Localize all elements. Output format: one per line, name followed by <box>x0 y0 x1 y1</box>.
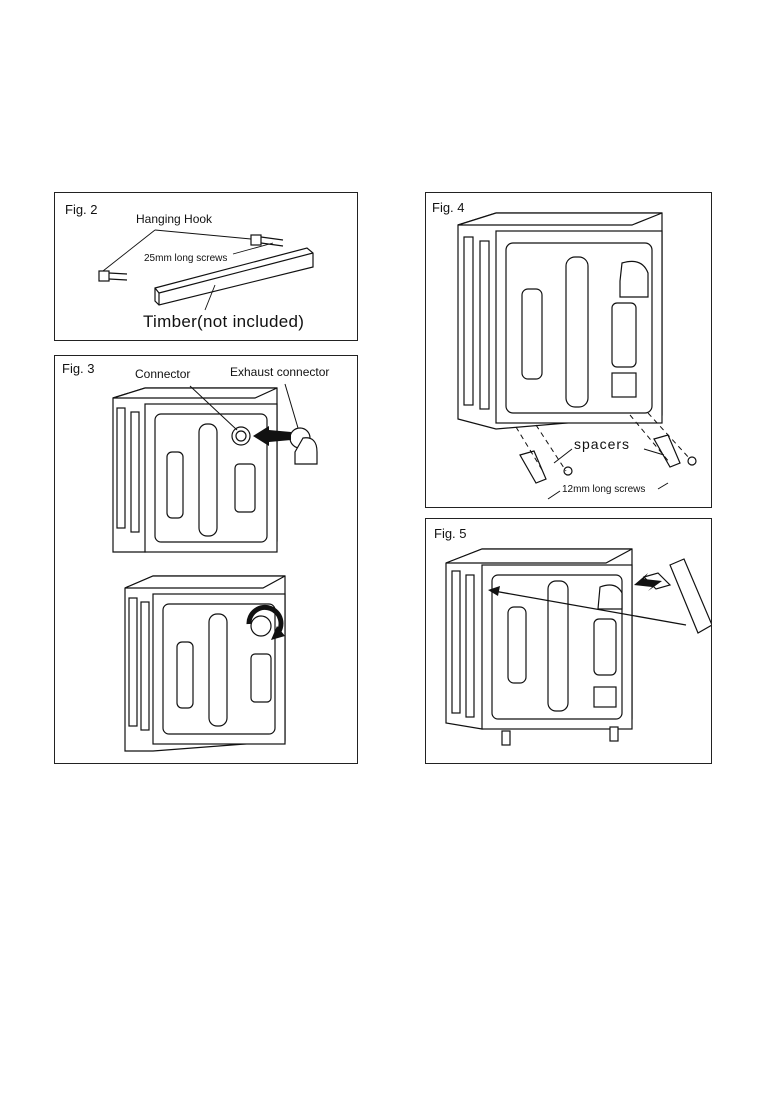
fig4-drawing <box>426 193 711 507</box>
fig3-panel: Fig. 3 Connector Exhaust connector <box>54 355 358 764</box>
fig3-drawing <box>55 356 357 763</box>
fig5-panel: Fig. 5 <box>425 518 712 764</box>
fig2-panel: Fig. 2 Hanging Hook 25mm long screws Tim… <box>54 192 358 341</box>
fig4-panel: Fig. 4 spacers 12mm long screws <box>425 192 712 508</box>
fig2-drawing <box>55 193 357 340</box>
fig5-drawing <box>426 519 711 763</box>
